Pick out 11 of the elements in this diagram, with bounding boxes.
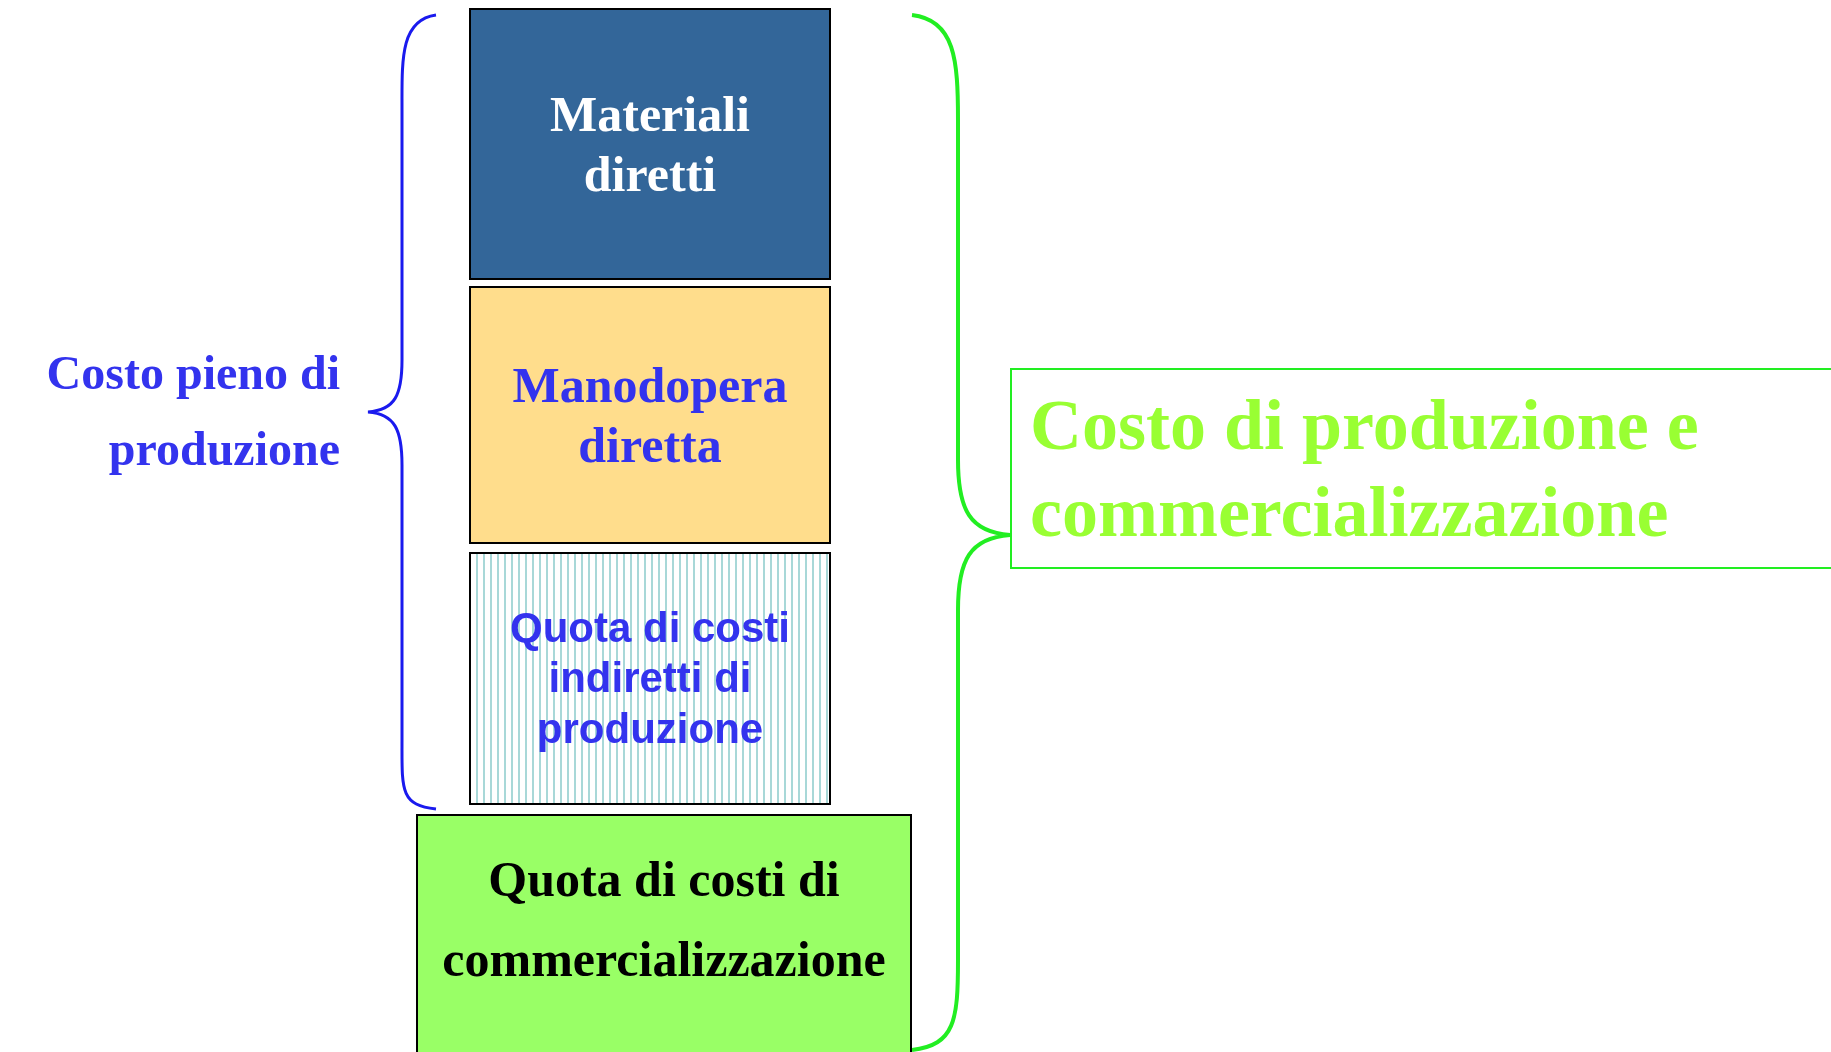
cost-label: Materiali diretti <box>549 85 751 204</box>
brace-label: Costo pieno di produzione <box>45 345 340 477</box>
cost-label: Manodopera diretta <box>511 356 789 475</box>
cost-block <box>469 286 831 544</box>
total-label: Costo di produzione e commercializzazione <box>1030 384 1700 554</box>
cost-label: Quota di costi di commercializzazione <box>441 850 887 989</box>
cost-block <box>469 8 831 280</box>
cost-block <box>469 552 831 805</box>
total-box <box>1010 368 1831 569</box>
cost-label: Quota di costi indiretti di produzione <box>509 602 791 754</box>
cost-block <box>416 814 912 1052</box>
